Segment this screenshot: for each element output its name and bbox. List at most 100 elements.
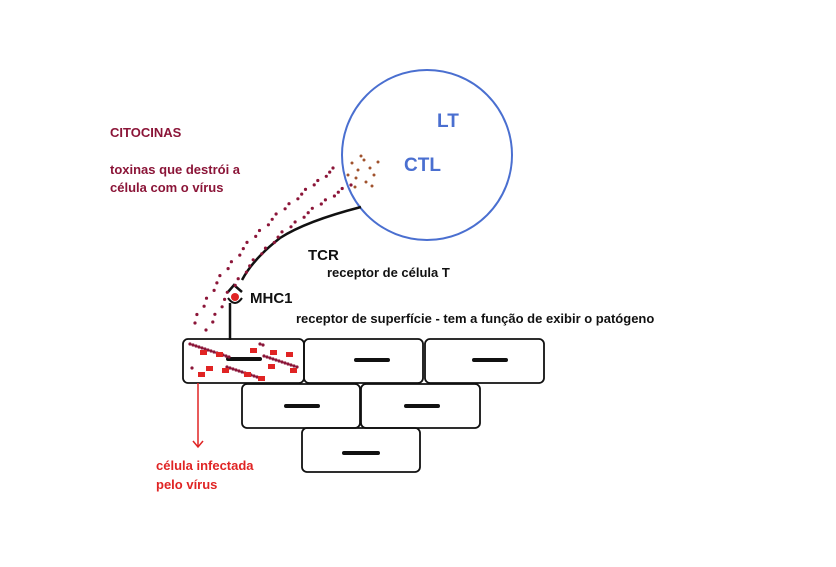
cytokine-dot [357,169,360,172]
cytokine-dot [325,175,328,178]
cytokine-dot [226,291,229,294]
cytokine-dot [289,363,292,366]
virus-particle [200,350,207,355]
cytokine-dot [328,171,331,174]
cytokine-dot [331,166,334,169]
cytokine-dot [277,236,280,239]
tcr-label: TCR [308,247,339,264]
virus-particle [198,372,205,377]
cytokine-dot [303,216,306,219]
cytokine-dot [337,191,340,194]
cytokine-dot [267,223,270,226]
cytokine-dot [292,364,295,367]
cytokine-dot [351,162,354,165]
cytokine-dot [224,354,227,357]
cytokine-dot [258,342,261,345]
cytokine-dot [213,289,216,292]
cytokine-dot [268,356,271,359]
cytokine-dot [369,167,372,170]
cytokine-dot [371,185,374,188]
cell-nucleus [354,358,390,362]
cytokine-dot [191,343,194,346]
cytokine-dot [377,161,380,164]
cytokine-dot [254,235,257,238]
cytokine-dot [213,313,216,316]
cytokine-dot [277,359,280,362]
cytokine-dot [284,207,287,210]
cytokine-dot [238,254,241,257]
cytokine-dot [227,355,230,358]
cytokine-dot [280,230,283,233]
cytokine-dot [260,252,263,255]
cell-nucleus [284,404,320,408]
cytokine-dot [231,367,234,370]
cytokine-dot [195,313,198,316]
cytokine-dot [252,258,255,261]
cytokine-dot [296,197,299,200]
lt-label: LT [437,111,459,133]
cell-nuclei [226,357,508,455]
virus-particle [258,376,265,381]
toxinas-line-1: toxinas que destrói a [110,162,240,177]
cytokine-dot [252,374,255,377]
virus-particle [216,352,223,357]
cytokine-dot [355,177,358,180]
cytokine-dot [264,247,267,250]
cytokine-dot [234,284,237,287]
cytokine-dot [237,369,240,372]
cytokine-dot [271,357,274,360]
virus-particle [270,350,277,355]
cytokine-dot [230,260,233,263]
cytokine-dot [347,174,350,177]
cytokine-dot [245,271,248,274]
cytokine-dot [212,350,215,353]
cell-nucleus [226,357,262,361]
cytokine-dot [333,194,336,197]
virus-particle [206,366,213,371]
cytokine-dot [234,368,237,371]
cytokine-dot [286,362,289,365]
cytokine-dot [300,193,303,196]
cytokine-dot [221,305,224,308]
cytokine-dot [316,179,319,182]
cytokine-dot [211,320,214,323]
citocinas-label: CITOCINAS [110,125,181,140]
infected-cell-label-1: célula infectada [156,458,254,473]
cytokine-dot [262,354,265,357]
virus-particle [244,372,251,377]
virus-particle [286,352,293,357]
cytokine-dot [188,342,191,345]
cytokine-dot [215,281,218,284]
cytokine-dot [190,366,193,369]
cytokine-dot [289,225,292,228]
cytokine-dot [304,188,307,191]
cytokine-dot [365,181,368,184]
cytokine-dot [273,241,276,244]
cytokine-dot [341,187,344,190]
virus-particle [268,364,275,369]
cytokine-dot [258,229,261,232]
cytokine-dot [320,202,323,205]
cytokine-dot [349,183,352,186]
cytokine-dot [373,174,376,177]
cytokine-dot [265,355,268,358]
cytokine-dot [280,360,283,363]
cytokine-dot [311,207,314,210]
cytokine-dot [197,345,200,348]
cytokine-dot [204,328,207,331]
cytokine-dot [223,298,226,301]
cytokine-dot [363,159,366,162]
cytokine-dot [274,358,277,361]
cell-nucleus [404,404,440,408]
cytokine-dot [287,202,290,205]
cell-nucleus [472,358,508,362]
tissue-cell [302,428,420,472]
cytokine-dot [354,186,357,189]
cytokine-dot [360,155,363,158]
cytokine-dot [237,277,240,280]
mhc1-antigen [231,293,239,301]
cytokine-dot [294,220,297,223]
cytokine-dot [218,274,221,277]
toxinas-line-2: célula com o vírus [110,180,223,195]
cytokine-dot [324,198,327,201]
